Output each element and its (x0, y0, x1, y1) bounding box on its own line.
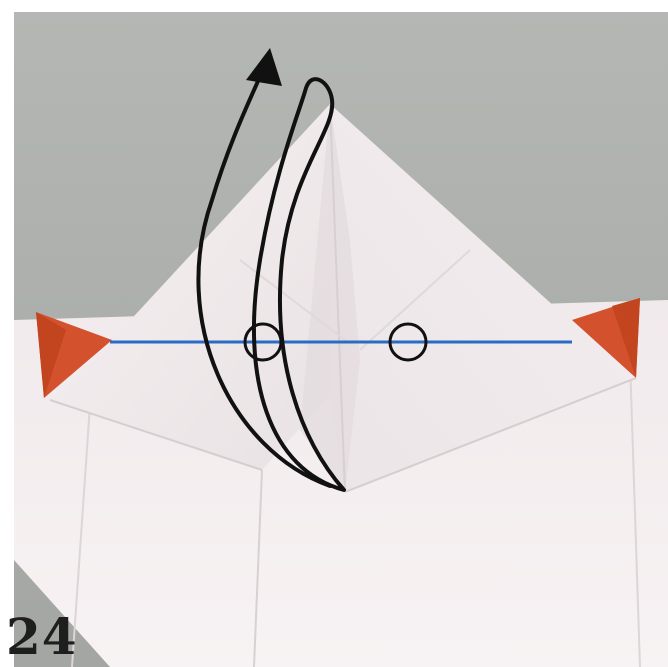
step-number: 24 (6, 612, 78, 662)
